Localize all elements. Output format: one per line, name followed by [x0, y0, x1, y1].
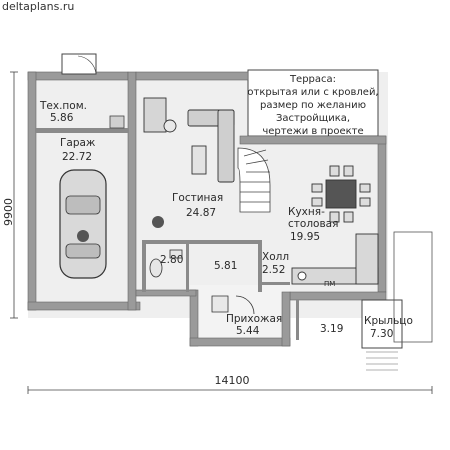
- terrace-note-line-3: размер по желанию: [260, 100, 366, 111]
- height-dimension: 9900: [2, 198, 15, 226]
- toilet-icon: [149, 249, 183, 278]
- garage-door: [61, 53, 97, 75]
- terrace: [247, 69, 379, 137]
- kitchen-name-1: Кухня-: [288, 206, 325, 218]
- width-dimension: 14100: [215, 374, 250, 387]
- living-name: Гостиная: [172, 192, 223, 204]
- terrace-note-line-4: Застройщика,: [276, 113, 350, 124]
- hall-area: 2.52: [262, 264, 285, 276]
- kitchen-name-2: столовая: [288, 218, 338, 230]
- kitchen-counter: [291, 233, 379, 285]
- room-labels: Тех.пом. 5.86 Гараж 22.72 Гостиная 24.87…: [39, 100, 413, 340]
- staircase: [237, 147, 271, 213]
- entry-name: Прихожая: [226, 313, 282, 325]
- plant-icon: [152, 216, 164, 228]
- interior-walls: [36, 128, 299, 340]
- stair-hall-area: 5.81: [214, 260, 237, 272]
- exterior-walls: [27, 71, 387, 347]
- wc-area: 2.80: [160, 254, 183, 266]
- desk-icon: [143, 97, 177, 133]
- entry-floor: [190, 285, 290, 345]
- kitchen-area: 19.95: [290, 231, 320, 243]
- dimension-lines: [10, 71, 433, 394]
- terrace-note: Терраса: открытая или с кровлей, размер …: [247, 74, 378, 137]
- dishwasher-label: ПМ: [324, 280, 335, 288]
- garage-name: Гараж: [60, 137, 96, 149]
- porch-name: Крыльцо: [364, 315, 413, 327]
- tech-room-name: Тех.пом.: [39, 100, 87, 112]
- garage-area: 22.72: [62, 151, 92, 163]
- terrace-note-line-5: чертежи в проекте: [262, 126, 363, 137]
- entry-door: [211, 295, 255, 315]
- porch-area: 7.30: [370, 328, 393, 340]
- living-area: 24.87: [186, 207, 216, 219]
- tech-room-area: 5.86: [50, 112, 74, 124]
- car-icon: [59, 169, 107, 279]
- boiler-icon: [109, 115, 125, 129]
- sofa-icon: [187, 109, 235, 183]
- entry-area: 5.44: [236, 325, 260, 337]
- porch: [361, 231, 433, 371]
- terrace-note-line-2: открытая или с кровлей,: [247, 87, 378, 98]
- vestibule-area: 3.19: [320, 323, 343, 335]
- site-watermark: deltaplans.ru: [2, 0, 75, 13]
- dining-table-icon: [311, 165, 371, 223]
- terrace-note-line-1: Терраса:: [289, 74, 336, 85]
- hall-name: Холл: [262, 251, 289, 263]
